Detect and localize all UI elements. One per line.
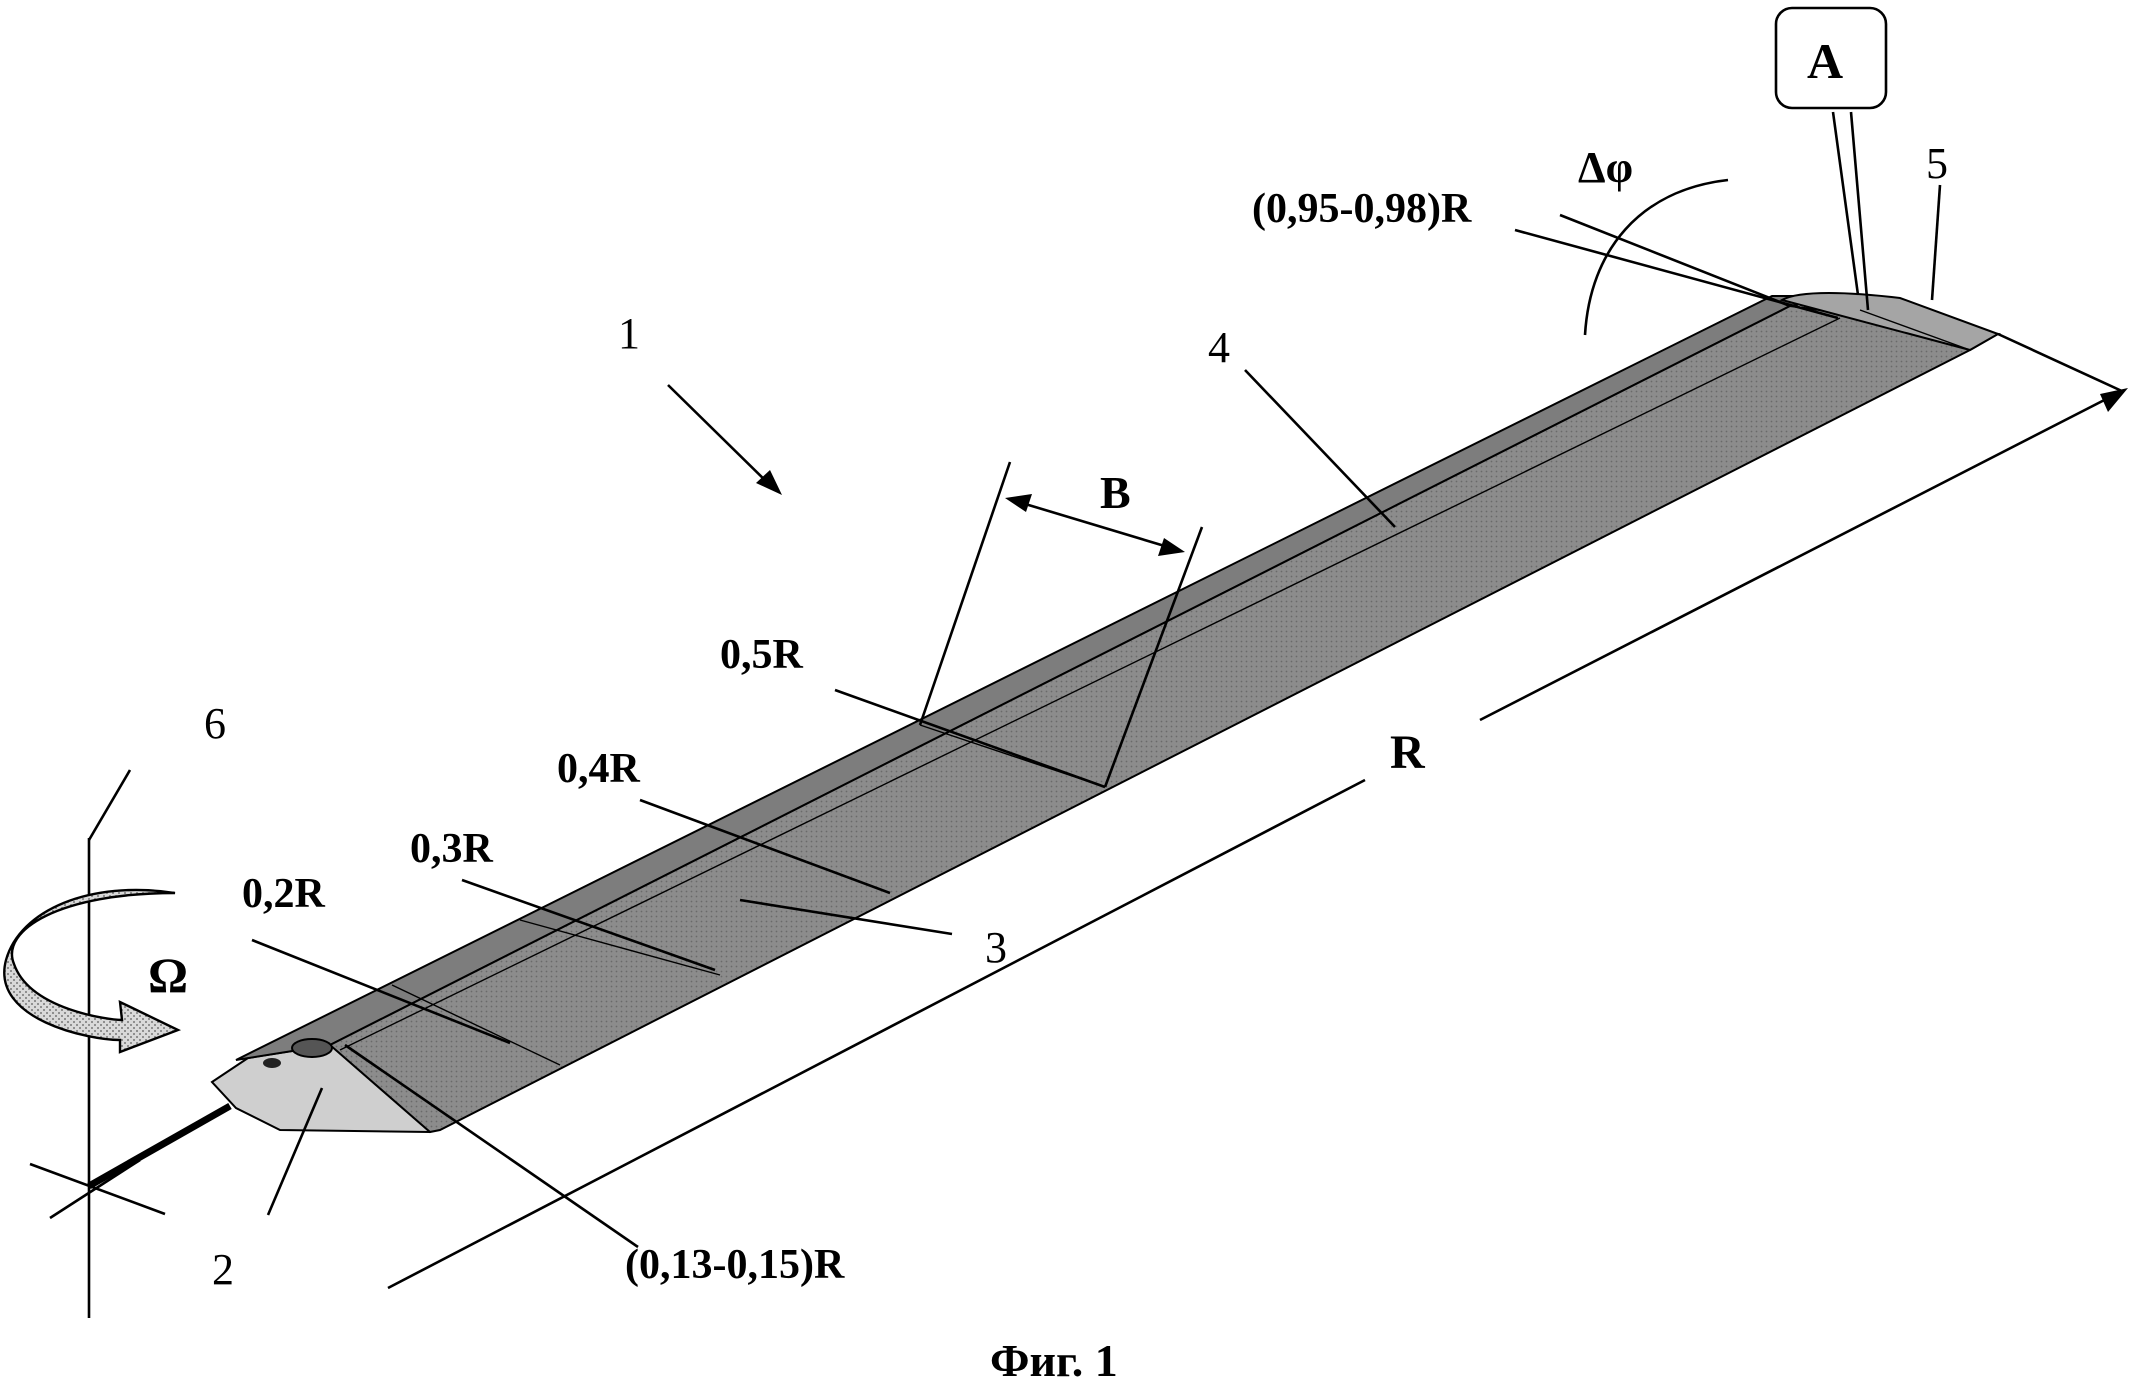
rotation-arrow xyxy=(3,888,182,1054)
label-station-tip: (0,95-0,98)R xyxy=(1252,186,1472,232)
label-station-03: 0,3R xyxy=(410,826,494,872)
label-axis: 6 xyxy=(204,699,226,748)
label-twist: Δφ xyxy=(1578,143,1633,192)
label-station-05: 0,5R xyxy=(720,632,804,678)
blade-main-surface xyxy=(328,304,2002,1134)
label-blade: 1 xyxy=(618,309,640,358)
label-tip: 5 xyxy=(1926,139,1948,188)
label-chord-b: B xyxy=(1100,467,1131,518)
label-station-04: 0,4R xyxy=(557,746,641,792)
labels: 1 2 3 4 5 6 Ω A B R Δφ (0,13-0,15)R 0,2R… xyxy=(148,33,1948,1386)
leader-lines xyxy=(87,111,2128,1290)
label-radius: R xyxy=(1390,726,1426,779)
label-part-4: 4 xyxy=(1208,323,1230,372)
label-root-part: 2 xyxy=(212,1245,234,1294)
label-station-02: 0,2R xyxy=(242,871,326,917)
detail-a-box xyxy=(1774,6,1888,110)
label-part-3: 3 xyxy=(985,923,1007,972)
label-station-root: (0,13-0,15)R xyxy=(625,1242,845,1288)
figure-caption: Фиг. 1 xyxy=(990,1335,1118,1386)
rotation-axis xyxy=(29,838,232,1318)
rotor-blade xyxy=(210,292,2002,1134)
label-detail-a: A xyxy=(1807,33,1843,89)
label-omega: Ω xyxy=(148,947,188,1003)
